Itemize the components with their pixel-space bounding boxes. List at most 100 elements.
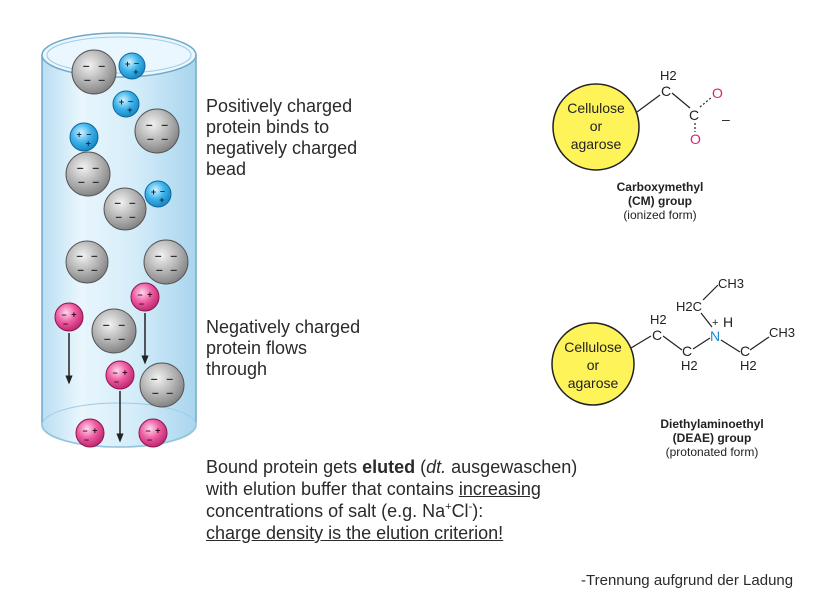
elution-line-4: charge density is the elution criterion! <box>206 523 504 543</box>
elution-line-2: with elution buffer that contains increa… <box>206 479 541 499</box>
column-top-rim <box>41 32 197 78</box>
cm-c2: C <box>689 107 699 123</box>
deae-c-a: C <box>652 327 662 343</box>
charge-sign: – <box>76 251 83 263</box>
deae-bond-2 <box>662 335 683 351</box>
charge-sign: + <box>125 59 130 69</box>
resin-bead: –––– <box>65 151 111 197</box>
charge-sign: – <box>139 299 144 309</box>
charge-sign: – <box>104 332 111 346</box>
positive-protein: +–+ <box>112 90 140 118</box>
cm-matrix-label-3: agarose <box>571 136 622 152</box>
cm-charge: – <box>722 111 730 127</box>
charge-sign: – <box>146 117 153 131</box>
deae-bond-6 <box>720 339 741 353</box>
resin-bead: –––– <box>103 187 147 231</box>
charge-sign: – <box>115 211 122 223</box>
charge-sign: + <box>122 368 127 378</box>
positive-protein: +–+ <box>118 52 146 80</box>
positive-protein: +–+ <box>144 180 172 208</box>
deae-h: H <box>723 314 733 330</box>
charge-sign: + <box>151 187 156 197</box>
cm-group: Cellulose or agarose H2 C C O O – <box>552 68 730 171</box>
resin-bead: –––– <box>91 308 137 354</box>
negative-protein: –+– <box>130 282 160 312</box>
column-top-rim-inner <box>46 36 192 74</box>
charge-sign: – <box>152 386 159 400</box>
deae-h2c: H2C <box>676 299 702 314</box>
charge-sign: + <box>76 130 81 140</box>
deae-ch3-right: CH3 <box>769 325 795 340</box>
cm-o1: O <box>712 85 723 101</box>
charge-sign: – <box>77 264 84 276</box>
charge-sign: – <box>63 319 68 329</box>
charge-sign: + <box>92 426 97 436</box>
charge-sign: + <box>133 67 138 77</box>
charge-sign: – <box>155 248 162 262</box>
charge-sign: + <box>119 97 124 107</box>
deae-ch3-top: CH3 <box>718 276 744 291</box>
charge-sign: + <box>127 105 132 115</box>
bound-protein-description: Positively charged protein binds to nega… <box>206 96 357 180</box>
charge-sign: – <box>84 435 89 445</box>
charge-sign: – <box>92 175 99 189</box>
deae-h2-c: H2 <box>740 358 757 373</box>
charge-sign: – <box>84 73 91 87</box>
cm-caption-2: (CM) group <box>628 194 692 208</box>
positive-protein: +–+ <box>69 122 99 152</box>
charge-sign: + <box>86 139 91 149</box>
charge-sign: + <box>159 195 164 205</box>
charge-sign: – <box>170 263 177 277</box>
charge-sign: – <box>156 263 163 277</box>
elution-text: Bound protein gets eluted (dt. ausgewasc… <box>206 456 577 544</box>
resin-bead: –––– <box>65 240 109 284</box>
charge-sign: + <box>147 290 152 300</box>
cm-caption-1: Carboxymethyl <box>616 180 704 194</box>
beads-layer: ––––––––––––––––––––––––––––––––+–++–++–… <box>54 49 189 448</box>
elution-line-1: Bound protein gets eluted (dt. ausgewasc… <box>206 457 578 477</box>
deae-matrix-label-2: or <box>587 357 600 373</box>
deae-matrix-label-1: Cellulose <box>564 339 622 355</box>
charge-sign: – <box>146 426 151 436</box>
deae-bond-1 <box>630 335 652 349</box>
negative-protein: –+– <box>75 418 105 448</box>
deae-plus: + <box>712 317 718 329</box>
deae-caption-3: (protonated form) <box>665 445 759 459</box>
charge-sign: – <box>103 317 110 331</box>
footer-note: -Trennung aufgrund der Ladung <box>581 572 794 589</box>
flow-arrows <box>65 313 149 443</box>
charge-sign: – <box>114 377 119 387</box>
flow-through-description: Negatively charged protein flows through <box>206 317 360 380</box>
resin-bead: –––– <box>139 362 185 408</box>
charge-sign: – <box>118 332 125 346</box>
cm-caption-3: (ionized form) <box>623 208 697 222</box>
cm-caption: Carboxymethyl (CM) group (ionized form) <box>600 180 720 222</box>
cm-c1: C <box>661 83 671 99</box>
charge-sign: – <box>118 317 125 331</box>
resin-bead: –––– <box>143 239 189 285</box>
cm-h2: H2 <box>660 68 677 83</box>
deae-caption-1: Diethylaminoethyl <box>660 417 764 431</box>
deae-caption-2: (DEAE) group <box>672 431 752 445</box>
charge-sign: – <box>83 58 90 72</box>
negative-protein: –+– <box>138 418 168 448</box>
flow-line-3: through <box>206 359 268 379</box>
deae-bond-7 <box>749 336 770 351</box>
charge-sign: – <box>147 435 152 445</box>
column-bottom-rim <box>41 402 197 448</box>
charge-sign: – <box>77 160 84 174</box>
charge-sign: – <box>83 426 88 436</box>
charge-sign: – <box>98 58 105 72</box>
charge-sign: – <box>160 186 165 196</box>
elution-line-3: concentrations of salt (e.g. Na+Cl-): <box>206 501 484 521</box>
deae-n: N <box>710 328 720 344</box>
charge-sign: – <box>134 58 139 68</box>
charge-sign: – <box>166 371 173 385</box>
negative-protein: –+– <box>105 360 135 390</box>
charge-sign: – <box>138 290 143 300</box>
cm-matrix-label-2: or <box>590 118 603 134</box>
deae-c-b: C <box>682 343 692 359</box>
deae-group: Cellulose or agarose H2 C C H2 N + H H2C… <box>551 276 795 406</box>
deae-bond-3 <box>692 337 711 350</box>
